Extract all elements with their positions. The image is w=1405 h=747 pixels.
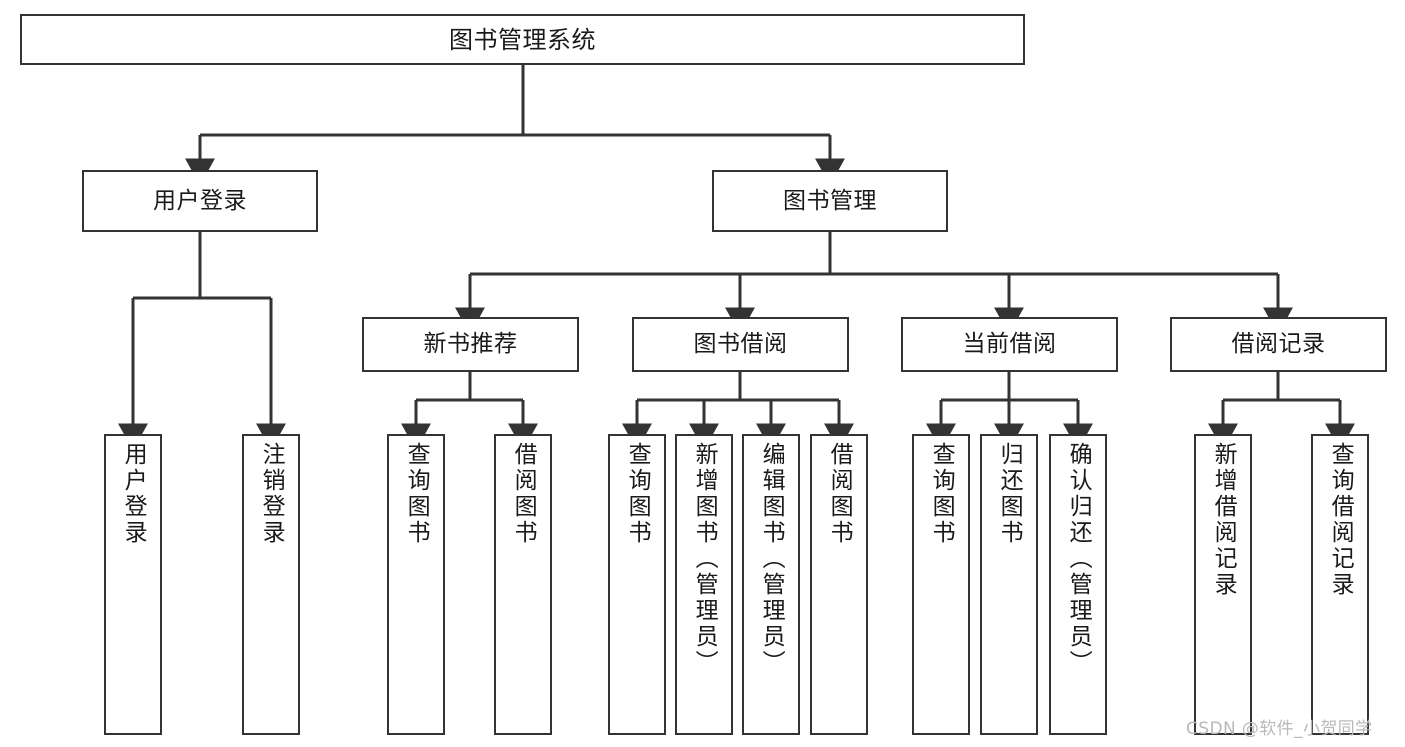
node-label: 借阅图书 [826, 442, 853, 546]
node-book-management[interactable]: 图书管理 [712, 170, 948, 232]
node-label: 查询借阅记录 [1327, 442, 1354, 598]
node-leaf-add-book[interactable]: 新增图书（管理员） [675, 434, 733, 735]
node-leaf-borrow-book-1[interactable]: 借阅图书 [494, 434, 552, 735]
node-book-borrow[interactable]: 图书借阅 [632, 317, 849, 372]
node-label: 确认归还（管理员） [1065, 442, 1092, 676]
node-leaf-return-book[interactable]: 归还图书 [980, 434, 1038, 735]
node-leaf-user-logout[interactable]: 注销登录 [242, 434, 300, 735]
node-book-management-system[interactable]: 图书管理系统 [20, 14, 1025, 65]
node-label: 用户登录 [120, 442, 147, 546]
node-leaf-user-login[interactable]: 用户登录 [104, 434, 162, 735]
node-label: 注销登录 [258, 442, 285, 546]
node-leaf-borrow-book-2[interactable]: 借阅图书 [810, 434, 868, 735]
node-new-book-recommend[interactable]: 新书推荐 [362, 317, 579, 372]
node-label: 查询图书 [624, 442, 651, 546]
node-label: 图书管理系统 [449, 25, 596, 54]
node-leaf-edit-book[interactable]: 编辑图书（管理员） [742, 434, 800, 735]
node-label: 图书借阅 [693, 331, 788, 358]
node-label: 新增图书（管理员） [691, 442, 718, 676]
node-label: 编辑图书（管理员） [758, 442, 785, 676]
node-leaf-query-book-3[interactable]: 查询图书 [912, 434, 970, 735]
node-label: 查询图书 [928, 442, 955, 546]
node-label: 借阅图书 [510, 442, 537, 546]
node-label: 新书推荐 [423, 331, 518, 358]
node-leaf-query-record[interactable]: 查询借阅记录 [1311, 434, 1369, 735]
node-leaf-confirm-return[interactable]: 确认归还（管理员） [1049, 434, 1107, 735]
node-label: 查询图书 [403, 442, 430, 546]
node-label: 图书管理 [783, 187, 877, 214]
node-leaf-add-record[interactable]: 新增借阅记录 [1194, 434, 1252, 735]
csdn-watermark: CSDN @软件_小贺同学 [1186, 719, 1373, 739]
node-label: 新增借阅记录 [1210, 442, 1237, 598]
node-label: 归还图书 [996, 442, 1023, 546]
node-label: 当前借阅 [962, 331, 1057, 358]
node-user-login[interactable]: 用户登录 [82, 170, 318, 232]
node-label: 借阅记录 [1231, 331, 1326, 358]
node-leaf-query-book-1[interactable]: 查询图书 [387, 434, 445, 735]
node-leaf-query-book-2[interactable]: 查询图书 [608, 434, 666, 735]
node-borrow-record[interactable]: 借阅记录 [1170, 317, 1387, 372]
node-label: 用户登录 [153, 187, 247, 214]
node-current-borrow[interactable]: 当前借阅 [901, 317, 1118, 372]
